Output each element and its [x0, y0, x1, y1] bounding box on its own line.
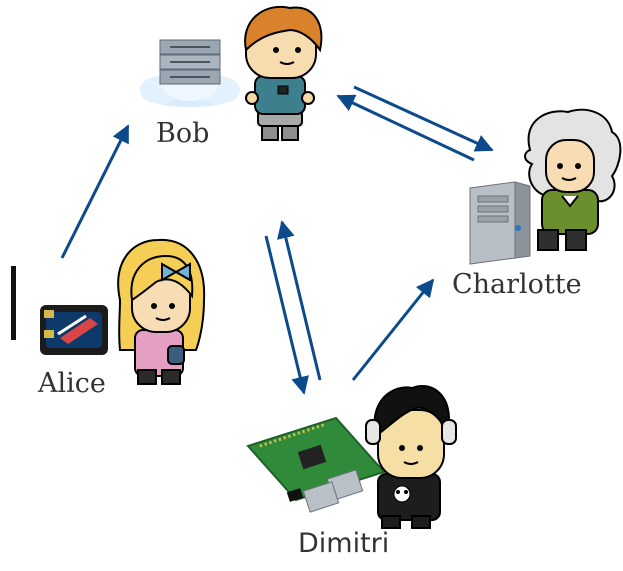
arrow-dimitri-to-bob [277, 220, 322, 381]
node-label-bob: Bob [156, 118, 210, 149]
girl-with-bow-avatar [117, 238, 206, 385]
arrow-bob-to-charlotte [353, 85, 494, 152]
boy-with-sunglasses-avatar [244, 5, 323, 141]
edge-arrows [60, 85, 494, 395]
arrow-charlotte-to-bob [336, 94, 475, 162]
punk-with-headphones-avatar [365, 385, 457, 529]
node-label-dimitri: Dimitri [298, 528, 390, 559]
node-label-alice: Alice [38, 368, 106, 399]
raspberry-pi-icon [246, 416, 386, 513]
arrow-bob-to-dimitri [264, 235, 309, 395]
wifi-router-icon [11, 266, 108, 355]
arrow-dimitri-to-charlotte [351, 278, 435, 381]
arrow-alice-to-bob [60, 124, 130, 259]
node-label-charlotte: Charlotte [452, 269, 582, 300]
scientist-avatar [524, 108, 622, 251]
tower-pc-icon [469, 181, 531, 265]
cloud-server-icon [140, 39, 240, 107]
